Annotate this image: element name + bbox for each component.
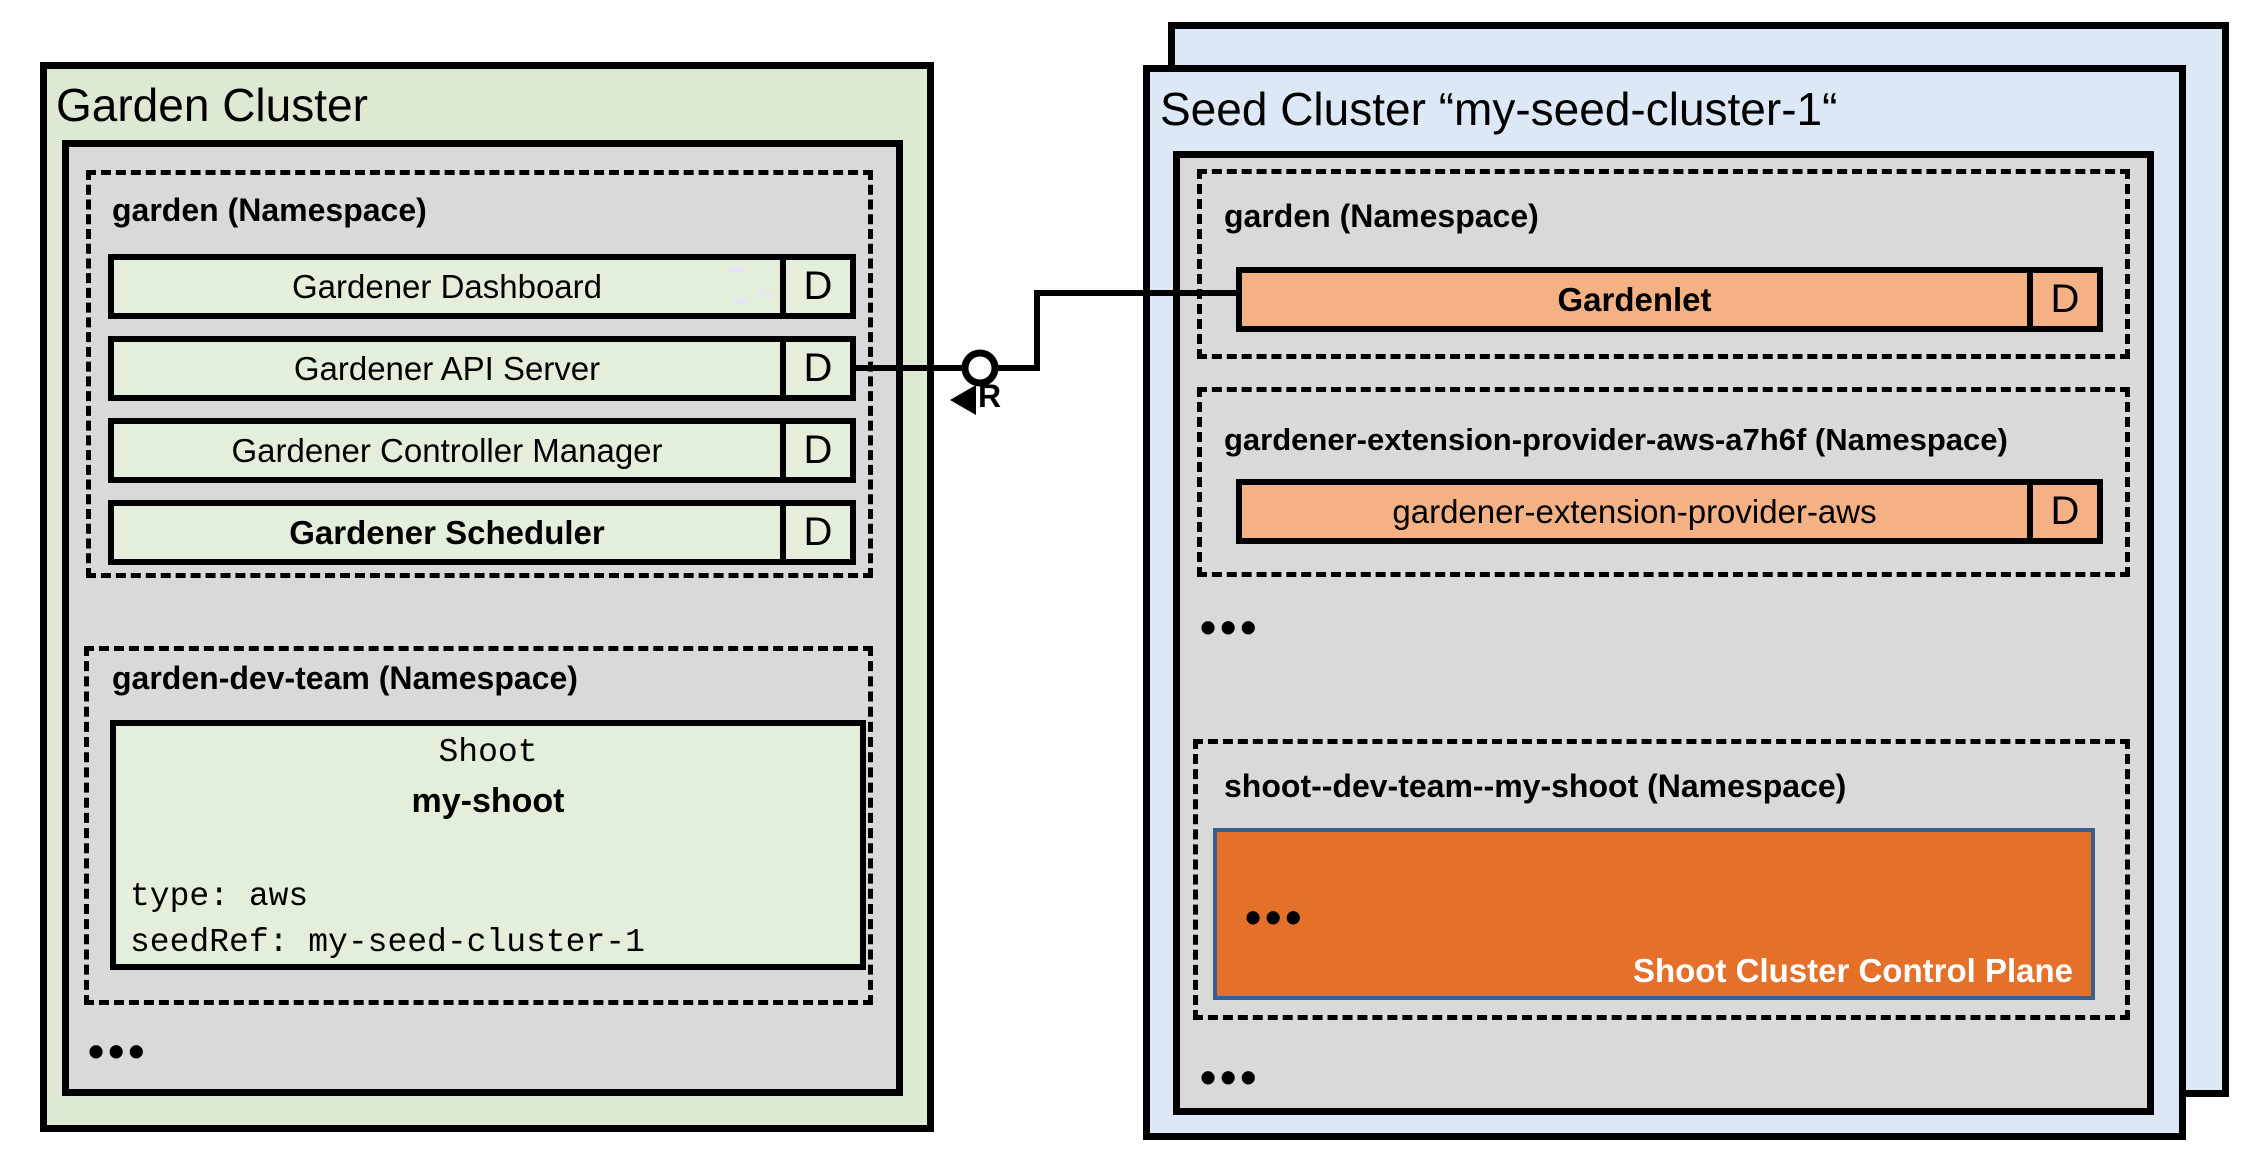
namespace-garden-left [86,170,873,578]
gardenlet-label: Gardenlet [1557,280,1712,318]
shoot-spec-type: type: aws [130,878,309,915]
gardener-controller-manager-label: Gardener Controller Manager [231,431,663,469]
extension-provider-aws-row: gardener-extension-provider-aws D [1236,479,2103,544]
shoot-name: my-shoot [411,782,565,820]
deployment-badge: D [780,342,850,395]
namespace-garden-dev-team [84,646,873,1005]
namespace-seed-garden-label: garden (Namespace) [1224,198,1539,234]
deployment-badge: D [2027,273,2097,326]
namespace-shoot-dev-team-my-shoot [1193,739,2130,1020]
namespace-seed-garden [1197,169,2130,359]
gardener-controller-manager-row: Gardener Controller Manager D [108,418,856,483]
control-plane-label: Shoot Cluster Control Plane [1632,952,2073,989]
namespace-extension-provider-aws [1197,387,2130,577]
gardener-dashboard-row: Gardener Dashboard D [108,254,856,319]
request-direction-arrow-icon [950,385,976,415]
request-direction-label: R [978,378,1002,414]
deployment-badge: D [780,424,850,477]
seed-cluster-title: Seed Cluster “my-seed-cluster-1“ [1160,83,1838,135]
gardener-scheduler-row: Gardener Scheduler D [108,500,856,565]
gardener-api-server-row: Gardener API Server D [108,336,856,401]
gardener-api-server-label: Gardener API Server [293,349,601,387]
namespace-garden-left-label: garden (Namespace) [112,192,427,228]
namespace-garden-dev-team-label: garden-dev-team (Namespace) [112,660,578,696]
faint-dash-artifact [756,291,773,297]
seed-more-namespaces-ellipsis: ••• [1200,601,1261,653]
garden-cluster-title: Garden Cluster [56,79,368,131]
deployment-badge: D [780,506,850,559]
control-plane-ellipsis: ••• [1245,891,1306,943]
faint-dash-artifact [728,266,746,272]
namespace-shoot-dev-team-my-shoot-label: shoot--dev-team--my-shoot (Namespace) [1224,768,1847,804]
shoot-resource-card: Shoot my-shoot type: aws seedRef: my-see… [110,720,866,970]
shoot-cluster-control-plane-box: ••• Shoot Cluster Control Plane [1213,828,2095,1000]
gardener-dashboard-label: Gardener Dashboard [291,267,603,305]
shoot-kind: Shoot [438,734,538,771]
gardenlet-row: Gardenlet D [1236,267,2103,332]
garden-more-ellipsis: ••• [88,1025,149,1077]
deployment-badge: D [2027,485,2097,538]
extension-provider-aws-label: gardener-extension-provider-aws [1392,492,1877,530]
deployment-badge: D [780,260,850,313]
seed-bottom-ellipsis: ••• [1200,1051,1261,1103]
faint-dash-artifact [733,298,749,304]
namespace-extension-provider-aws-label: gardener-extension-provider-aws-a7h6f (N… [1224,422,2008,457]
gardener-scheduler-label: Gardener Scheduler [289,513,605,551]
shoot-spec-seedref: seedRef: my-seed-cluster-1 [130,924,645,961]
